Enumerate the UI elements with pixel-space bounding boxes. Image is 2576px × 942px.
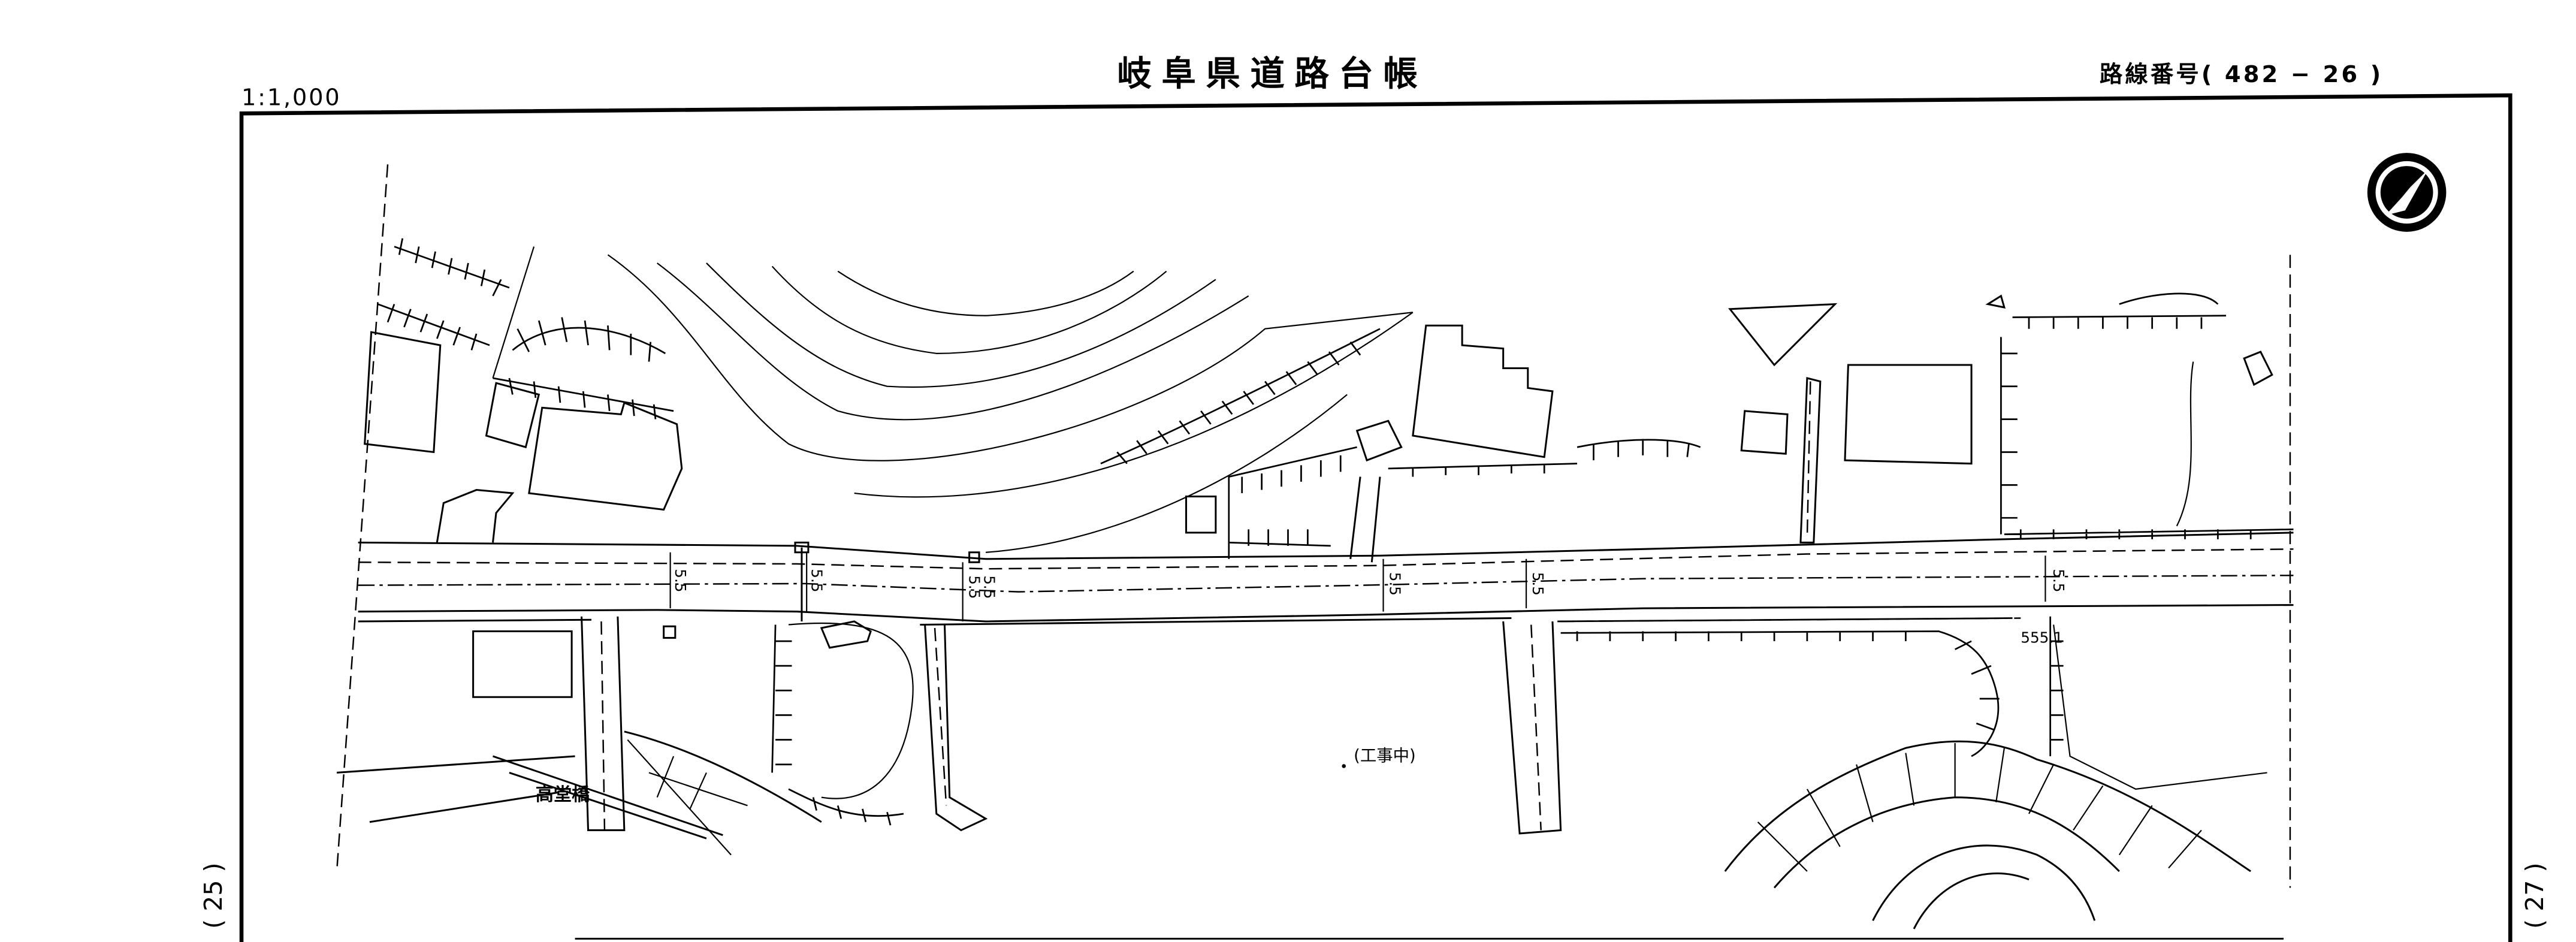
road-width-label: 5.5 xyxy=(672,569,689,592)
road-width-label: 5.5 xyxy=(966,575,983,599)
adjacent-sheet-left: ( 25 ) xyxy=(199,862,228,929)
road-width-labels: 5.5 5.5 5.5 5.5 5.5 5.5 5.5 xyxy=(669,552,2067,622)
road-width-label: 5.5 xyxy=(980,575,998,599)
side-roads xyxy=(336,377,1822,856)
buildings xyxy=(364,294,2273,698)
elevation-label: 555.1 xyxy=(2021,629,2063,647)
route-number: 路線番号( 482 − 26 ) xyxy=(2100,61,2383,88)
road-width-label: 5.5 xyxy=(808,569,825,592)
sheet-frame xyxy=(239,93,2512,942)
bridge-name: 高堂橋 xyxy=(536,784,590,805)
construction-note: (工事中) xyxy=(1354,747,1416,765)
adjacent-sheet-right: ( 27 ) xyxy=(2520,862,2549,929)
road-width-label: 5.5 xyxy=(1386,572,1403,596)
sheet-boundaries xyxy=(336,164,2291,888)
map-title: 岐阜県道路台帳 xyxy=(1117,54,1427,94)
north-arrow-icon xyxy=(2367,153,2447,232)
road-width-label: 5.5 xyxy=(2050,569,2067,592)
scale-label: 1:1,000 xyxy=(241,84,341,111)
road-width-label: 5.5 xyxy=(1529,572,1547,596)
slope-hatching xyxy=(378,238,2294,826)
contour-lines xyxy=(492,246,1414,553)
survey-point xyxy=(1342,764,1346,768)
main-road xyxy=(358,532,2294,626)
curved-road xyxy=(1724,361,2267,929)
